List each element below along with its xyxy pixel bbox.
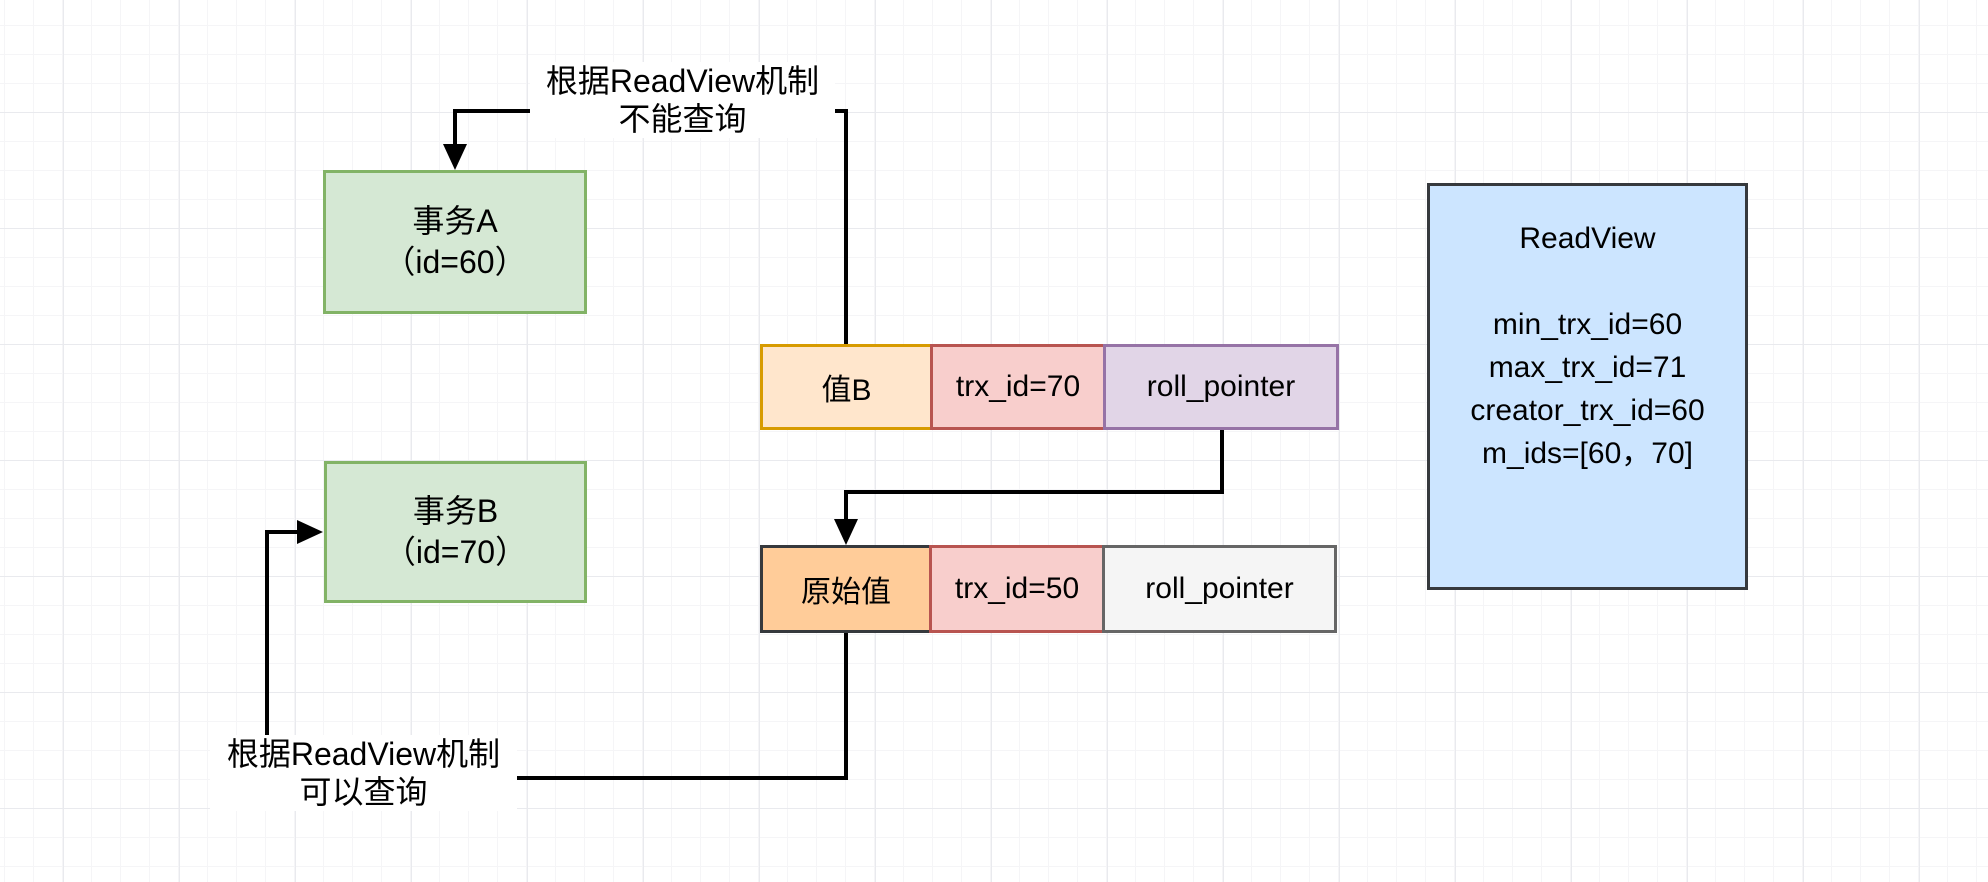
cell-roll-pointer-current: roll_pointer — [1103, 344, 1339, 430]
cell-trx-id-50: trx_id=50 — [929, 545, 1105, 633]
transaction-b-name: 事务B — [412, 493, 499, 529]
annotation-cannot-query-line1: 根据ReadView机制 — [545, 63, 820, 99]
cell-trx-id-70: trx_id=70 — [930, 344, 1106, 430]
transaction-b-id: （id=70） — [383, 534, 528, 570]
transaction-b-box: 事务B （id=70） — [324, 461, 587, 603]
version-row: 值B trx_id=70 roll_pointer — [760, 344, 1339, 430]
annotation-can-query-line1: 根据ReadView机制 — [226, 736, 501, 772]
edge-roll-pointer — [834, 430, 1224, 545]
transaction-a-name: 事务A — [412, 203, 498, 239]
readview-creator-trx-id: creator_trx_id=60 — [1470, 394, 1705, 427]
cell-roll-pointer-undo: roll_pointer — [1102, 545, 1337, 633]
readview-m-ids: m_ids=[60，70] — [1482, 437, 1693, 470]
readview-min-trx-id: min_trx_id=60 — [1492, 308, 1683, 341]
annotation-cannot-query-line2: 不能查询 — [618, 101, 747, 137]
transaction-a-id: （id=60） — [383, 244, 527, 280]
readview-max-trx-id: max_trx_id=71 — [1488, 351, 1687, 384]
annotation-cannot-query: 根据ReadView机制 不能查询 — [530, 62, 835, 138]
cell-value-b: 值B — [760, 344, 933, 430]
readview-box: ReadView min_trx_id=60 max_trx_id=71 cre… — [1427, 183, 1748, 590]
readview-title: ReadView — [1519, 222, 1656, 255]
annotation-can-query: 根据ReadView机制 可以查询 — [210, 735, 517, 811]
annotation-can-query-line2: 可以查询 — [299, 774, 428, 810]
cell-original-value: 原始值 — [760, 545, 932, 633]
undo-row: 原始值 trx_id=50 roll_pointer — [760, 545, 1337, 633]
transaction-a-box: 事务A （id=60） — [323, 170, 587, 314]
